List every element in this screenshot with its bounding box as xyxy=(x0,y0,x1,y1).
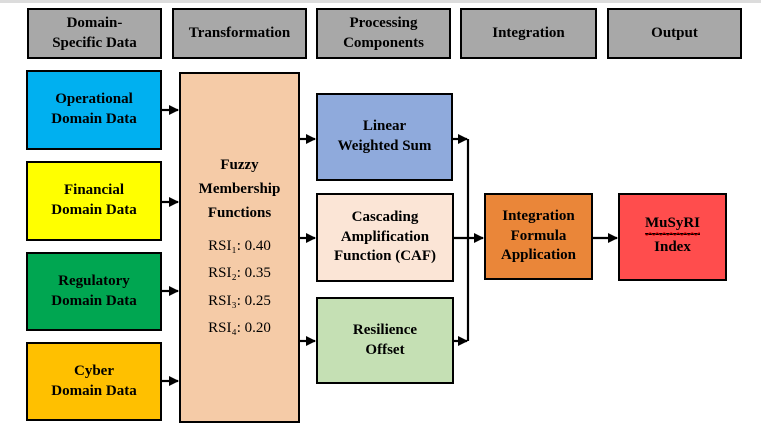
box-operational-domain-data: Operational Domain Data xyxy=(26,70,162,150)
rsi-value: RSI₄: 0.20 xyxy=(208,319,271,336)
box-regulatory-domain-data: Regulatory Domain Data xyxy=(26,252,162,331)
box-cyber-domain-data: Cyber Domain Data xyxy=(26,342,162,421)
box-label: Cyber Domain Data xyxy=(51,362,137,399)
box-label: Linear Weighted Sum xyxy=(337,118,432,154)
box-fuzzy-membership-functions: Fuzzy Membership Functions RSI₁: 0.40 RS… xyxy=(179,72,300,423)
musyri-index-subtitle: Index xyxy=(654,239,691,255)
musyri-index-title: MuSyRI xyxy=(644,214,700,235)
box-label: Regulatory Domain Data xyxy=(51,272,137,309)
window-top-edge xyxy=(0,0,761,3)
box-label: Operational Domain Data xyxy=(51,91,137,127)
rsi-value: RSI₃: 0.25 xyxy=(208,292,271,309)
box-resilience-offset: Resilience Offset xyxy=(316,297,454,384)
column-header-label: Processing Components xyxy=(343,15,424,51)
rsi-value: RSI₁: 0.40 xyxy=(208,237,271,254)
box-label: Cascading Amplification Function (CAF) xyxy=(333,208,437,265)
box-integration-formula-application: Integration Formula Application xyxy=(484,193,593,280)
box-musyri-index: MuSyRI Index xyxy=(618,193,727,281)
column-header-processing-components: Processing Components xyxy=(316,8,451,59)
fuzzy-box-title: Fuzzy Membership Functions xyxy=(198,156,281,221)
box-label: Resilience Offset xyxy=(352,321,418,358)
rsi-value: RSI₂: 0.35 xyxy=(208,265,271,282)
column-header-label: Integration xyxy=(492,24,565,41)
box-linear-weighted-sum: Linear Weighted Sum xyxy=(316,93,453,181)
column-header-label: Domain- Specific Data xyxy=(52,15,137,51)
box-label: Financial Domain Data xyxy=(51,182,137,218)
box-cascading-amplification-function: Cascading Amplification Function (CAF) xyxy=(316,193,454,282)
column-header-output: Output xyxy=(607,8,742,59)
column-header-integration: Integration xyxy=(460,8,597,59)
rsi-values-list: RSI₁: 0.40 RSI₂: 0.35 RSI₃: 0.25 RSI₄: 0… xyxy=(208,233,271,342)
column-header-domain-specific-data: Domain- Specific Data xyxy=(27,8,162,59)
column-header-transformation: Transformation xyxy=(172,8,307,59)
column-header-label: Output xyxy=(651,24,698,41)
box-label: Integration Formula Application xyxy=(500,207,576,264)
column-header-label: Transformation xyxy=(188,24,291,41)
box-financial-domain-data: Financial Domain Data xyxy=(26,161,162,241)
